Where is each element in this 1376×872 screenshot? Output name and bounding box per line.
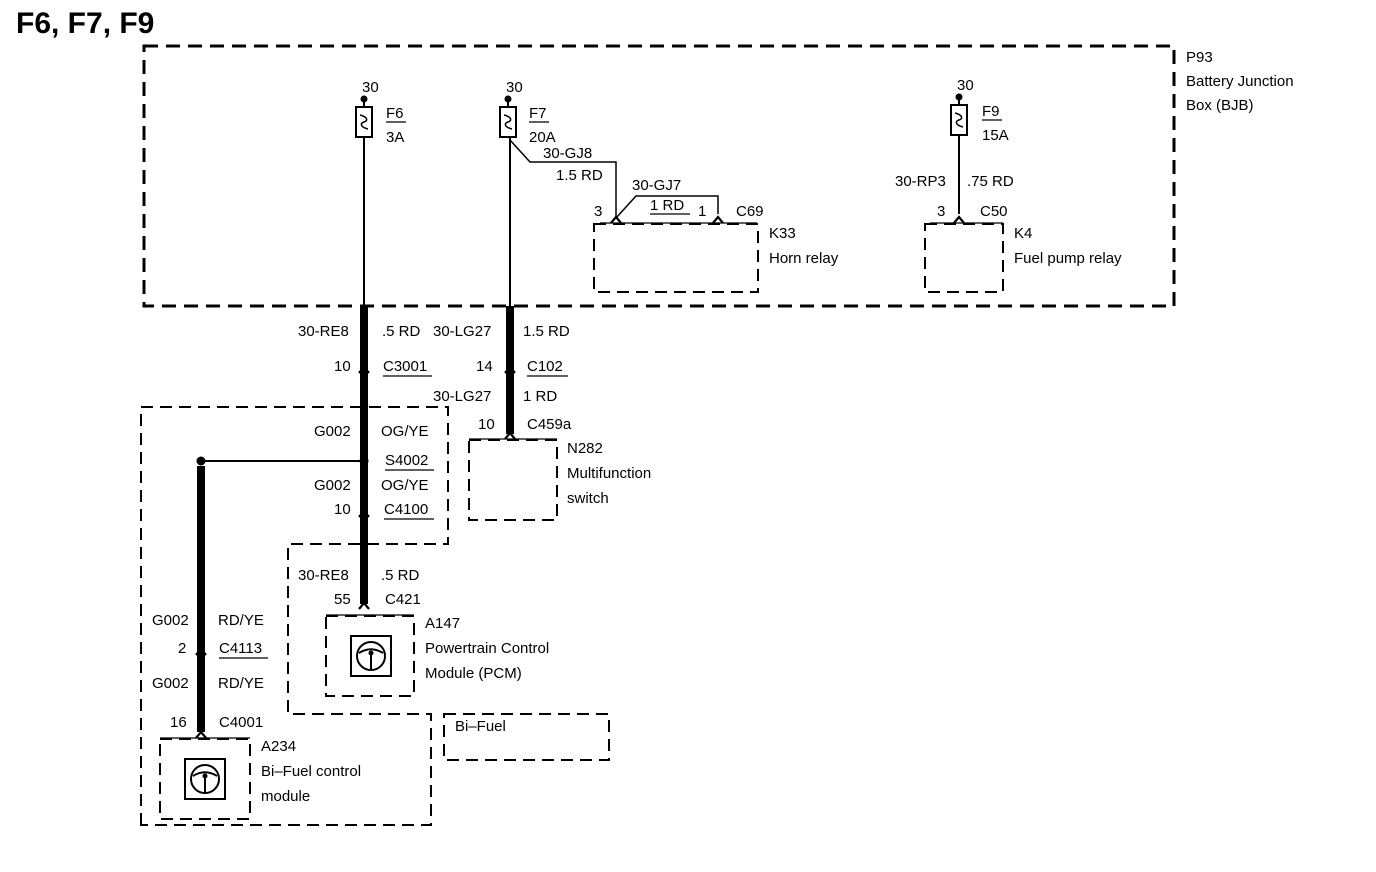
f6-rating: 3A [386, 129, 404, 146]
pcm-module-icon [350, 635, 392, 677]
pcm-size: .5 RD [381, 567, 420, 584]
wire-30-gj8 [509, 139, 617, 218]
rp3-circuit: 30-RP3 [895, 173, 946, 190]
bifuel-connector-a: C4113 [219, 640, 262, 657]
bifuel-legend-box [443, 713, 610, 761]
pcm-box [325, 615, 415, 697]
horn-relay-pin3-terminal-icon [609, 215, 623, 225]
left-color-b: OG/YE [381, 477, 429, 494]
pcm-name-line2: Module (PCM) [425, 665, 522, 682]
fuse-f7-icon [499, 94, 517, 138]
left-circuit: 30-RE8 [298, 323, 349, 340]
horn-relay-pin1-terminal-icon [711, 215, 725, 225]
f6-name: F6 [386, 105, 404, 122]
bifuel-module-line1: Bi–Fuel control [261, 763, 361, 780]
horn-relay-box [593, 223, 759, 293]
f7-name: F7 [529, 105, 547, 122]
bifuel-g002-b: G002 [152, 675, 189, 692]
fuel-pump-relay-terminal-icon [952, 215, 966, 225]
multifunction-line2: switch [567, 490, 609, 507]
left-connector-b: C4100 [384, 501, 428, 518]
f7-supply: 30 [506, 79, 523, 96]
gj7-circuit: 30-GJ7 [632, 177, 681, 194]
gj8-size: 1.5 RD [556, 167, 603, 184]
horn-relay-id: K33 [769, 225, 796, 242]
multifunction-switch-box [468, 439, 558, 521]
f9-supply: 30 [957, 77, 974, 94]
bjb-name-line2: Box (BJB) [1186, 97, 1254, 114]
right-circuit2: 30-LG27 [433, 388, 491, 405]
bifuel-module-icon [184, 758, 226, 800]
f9-rating: 15A [982, 127, 1009, 144]
bifuel-color-b: RD/YE [218, 675, 264, 692]
fuel-pump-relay-connector: C50 [980, 203, 1008, 220]
right-circuit: 30-LG27 [433, 323, 491, 340]
bjb-id: P93 [1186, 49, 1213, 66]
splice-end-dot-icon [196, 456, 206, 466]
right-pin2: 10 [478, 416, 495, 433]
horn-relay-connector: C69 [736, 203, 764, 220]
pcm-id: A147 [425, 615, 460, 632]
diagram-title: F6, F7, F9 [16, 7, 154, 40]
rp3-size: .75 RD [967, 173, 1014, 190]
bifuel-color-a: RD/YE [218, 612, 264, 629]
pcm-pin: 55 [334, 591, 351, 608]
gj8-circuit: 30-GJ8 [543, 145, 592, 162]
f9-name: F9 [982, 103, 1000, 120]
fuel-pump-relay-box [924, 223, 1004, 293]
bifuel-g002-a: G002 [152, 612, 189, 629]
right-size2: 1 RD [523, 388, 557, 405]
bifuel-module-line2: module [261, 788, 310, 805]
wire-30-gj7 [615, 195, 719, 219]
bifuel-pin-b: 16 [170, 714, 187, 731]
bifuel-pin-a: 2 [178, 640, 186, 657]
left-pin: 10 [334, 358, 351, 375]
battery-junction-box [142, 44, 1176, 308]
horn-relay-name: Horn relay [769, 250, 839, 267]
bifuel-legend-label: Bi–Fuel [455, 718, 506, 735]
multifunction-id: N282 [567, 440, 603, 457]
left-g002-a: G002 [314, 423, 351, 440]
fuel-pump-relay-name: Fuel pump relay [1014, 250, 1122, 267]
horn-relay-pin-left: 3 [594, 203, 602, 220]
left-g002-b: G002 [314, 477, 351, 494]
pcm-connector: C421 [385, 591, 421, 608]
left-size: .5 RD [382, 323, 421, 340]
bifuel-module-box [159, 738, 251, 820]
bifuel-connector-b: C4001 [219, 714, 263, 731]
left-connector: C3001 [383, 358, 427, 375]
multifunction-line1: Multifunction [567, 465, 651, 482]
pcm-circuit: 30-RE8 [298, 567, 349, 584]
bifuel-vehicle-region [140, 406, 449, 826]
left-color-a: OG/YE [381, 423, 429, 440]
bifuel-module-id: A234 [261, 738, 296, 755]
gj7-size: 1 RD [650, 197, 684, 214]
f7-rating: 20A [529, 129, 556, 146]
horn-relay-pin-right: 1 [698, 203, 706, 220]
fuse-f6-icon [355, 94, 373, 138]
fuel-pump-relay-pin: 3 [937, 203, 945, 220]
c4001-terminal-icon [194, 730, 208, 740]
pcm-name-line1: Powertrain Control [425, 640, 549, 657]
splice-dot-icon [359, 456, 369, 466]
f6-supply: 30 [362, 79, 379, 96]
right-size: 1.5 RD [523, 323, 570, 340]
fuel-pump-relay-id: K4 [1014, 225, 1032, 242]
fuse-f9-icon [950, 92, 968, 136]
left-pin-b: 10 [334, 501, 351, 518]
right-pin: 14 [476, 358, 493, 375]
right-connector2: C459a [527, 416, 572, 433]
right-connector: C102 [527, 358, 563, 375]
bjb-name-line1: Battery Junction [1186, 73, 1294, 90]
splice-id: S4002 [385, 452, 428, 469]
